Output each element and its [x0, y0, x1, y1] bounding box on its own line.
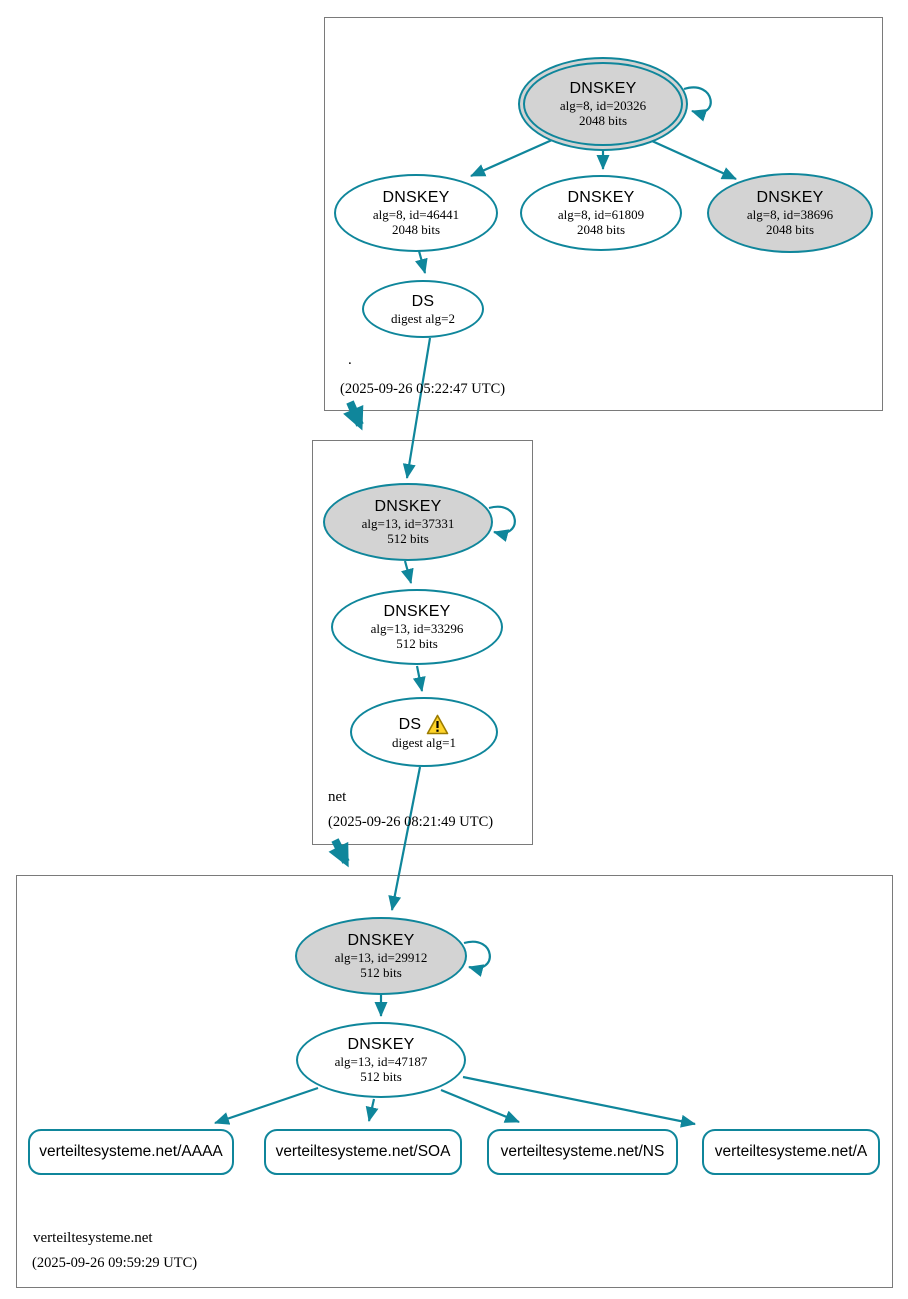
zone-box-verteiltesysteme-net	[16, 875, 893, 1288]
rrset-label: verteiltesysteme.net/SOA	[275, 1143, 451, 1160]
node-title: DNSKEY	[383, 603, 451, 620]
node-detail: alg=8, id=46441	[372, 207, 460, 222]
node-detail: alg=13, id=29912	[334, 950, 428, 965]
zone-box-root	[324, 17, 883, 411]
rrset-a[interactable]: verteiltesysteme.net/A	[702, 1129, 880, 1175]
node-title: DS	[398, 715, 422, 733]
node-dnskey-29912[interactable]: DNSKEY alg=13, id=29912 512 bits	[295, 917, 467, 995]
node-ds-net[interactable]: DS digest alg=1	[350, 697, 498, 767]
node-size: 512 bits	[396, 636, 438, 651]
node-title: DNSKEY	[374, 498, 442, 515]
node-dnskey-47187[interactable]: DNSKEY alg=13, id=47187 512 bits	[296, 1022, 466, 1098]
zone-timestamp-net: (2025-09-26 08:21:49 UTC)	[328, 814, 494, 830]
node-title: DNSKEY	[347, 932, 415, 949]
node-size: 512 bits	[360, 1069, 402, 1084]
node-size: 2048 bits	[391, 222, 441, 237]
zone-timestamp-root: (2025-09-26 05:22:47 UTC)	[340, 381, 506, 397]
zone-label-root: .	[348, 352, 352, 368]
warning-icon	[427, 714, 449, 735]
node-dnskey-33296[interactable]: DNSKEY alg=13, id=33296 512 bits	[331, 589, 503, 665]
node-size: 512 bits	[387, 531, 429, 546]
node-dnskey-38696[interactable]: DNSKEY alg=8, id=38696 2048 bits	[707, 173, 873, 253]
node-dnskey-37331[interactable]: DNSKEY alg=13, id=37331 512 bits	[323, 483, 493, 561]
node-detail: alg=13, id=47187	[334, 1054, 428, 1069]
node-detail: digest alg=1	[391, 735, 457, 750]
node-size: 2048 bits	[765, 222, 815, 237]
node-ds-root[interactable]: DS digest alg=2	[362, 280, 484, 338]
node-title: DNSKEY	[569, 80, 637, 97]
rrset-aaaa[interactable]: verteiltesysteme.net/AAAA	[28, 1129, 234, 1175]
node-detail: alg=8, id=38696	[746, 207, 834, 222]
node-title: DNSKEY	[347, 1036, 415, 1053]
rrset-soa[interactable]: verteiltesysteme.net/SOA	[264, 1129, 462, 1175]
rrset-label: verteiltesysteme.net/NS	[500, 1143, 665, 1160]
zone-timestamp-verteiltesysteme-net: (2025-09-26 09:59:29 UTC)	[32, 1255, 198, 1271]
node-size: 2048 bits	[578, 113, 628, 128]
node-detail: alg=8, id=20326	[559, 98, 647, 113]
node-size: 2048 bits	[576, 222, 626, 237]
rrset-label: verteiltesysteme.net/AAAA	[39, 1143, 223, 1160]
node-dnskey-61809[interactable]: DNSKEY alg=8, id=61809 2048 bits	[520, 175, 682, 251]
node-title: DNSKEY	[567, 189, 635, 206]
node-detail: alg=13, id=37331	[361, 516, 455, 531]
node-dnskey-46441[interactable]: DNSKEY alg=8, id=46441 2048 bits	[334, 174, 498, 252]
node-detail: alg=13, id=33296	[370, 621, 464, 636]
node-detail: digest alg=2	[390, 310, 456, 326]
rrset-label: verteiltesysteme.net/A	[714, 1143, 868, 1160]
node-title: DS	[411, 292, 435, 310]
zone-label-verteiltesysteme-net: verteiltesysteme.net	[33, 1230, 153, 1246]
node-title: DNSKEY	[756, 189, 824, 206]
node-dnskey-20326[interactable]: DNSKEY alg=8, id=20326 2048 bits	[518, 57, 688, 151]
node-size: 512 bits	[360, 965, 402, 980]
zone-label-net: net	[328, 789, 347, 805]
node-detail: alg=8, id=61809	[557, 207, 645, 222]
rrset-ns[interactable]: verteiltesysteme.net/NS	[487, 1129, 678, 1175]
node-title: DNSKEY	[382, 189, 450, 206]
